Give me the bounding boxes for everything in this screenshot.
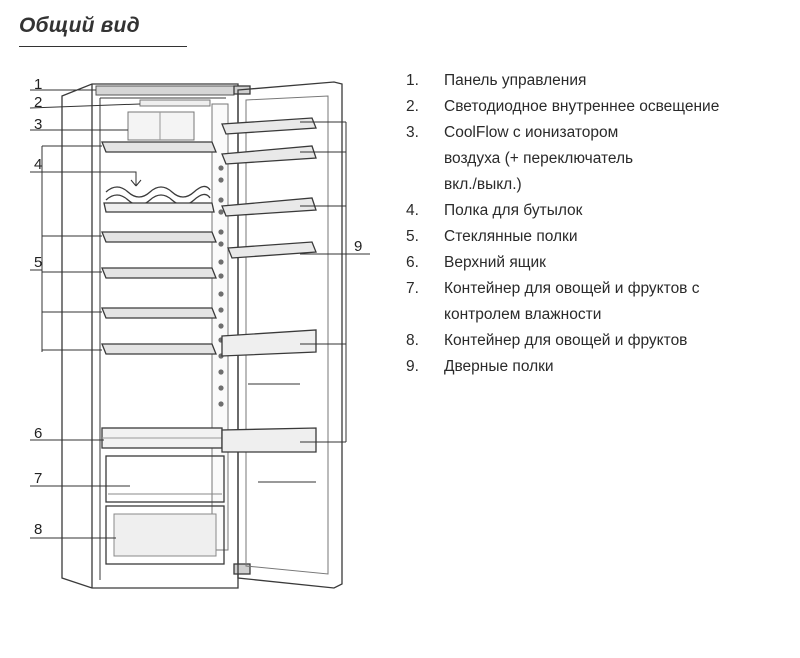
legend-text: контролем влажности xyxy=(444,306,602,323)
legend-item-9: 9. Дверные полки xyxy=(406,354,719,380)
legend-item-5: 5. Стеклянные полки xyxy=(406,224,719,250)
page-title: Общий вид xyxy=(19,14,140,37)
title-underline xyxy=(19,46,187,47)
legend-number: 2. xyxy=(406,98,419,115)
legend-item-1: 1. Панель управления xyxy=(406,68,719,94)
bottom-hinge xyxy=(233,563,251,575)
legend-number: 6. xyxy=(406,254,419,271)
parts-legend: 1. Панель управления 2. Светодиодное вну… xyxy=(406,68,719,380)
leader-lines xyxy=(29,89,370,539)
control-panel xyxy=(95,85,235,96)
legend-text: воздуха (+ переключатель xyxy=(444,150,634,167)
shelf-supports xyxy=(218,165,224,407)
glass-shelf-3 xyxy=(101,307,217,319)
legend-item-7: 7. Контейнер для овощей и фруктов с конт… xyxy=(406,276,719,328)
legend-number: 8. xyxy=(406,332,419,349)
legend-number: 4. xyxy=(406,202,419,219)
callout-2: 2 xyxy=(34,94,42,111)
glass-shelf-4 xyxy=(101,343,217,355)
door-shelf-6 xyxy=(221,427,317,453)
legend-text: Панель управления xyxy=(444,72,587,89)
glass-shelf-2 xyxy=(101,267,217,279)
callout-5: 5 xyxy=(34,254,42,271)
legend-text: Стеклянные полки xyxy=(444,228,578,245)
bottle-rack-wave-1 xyxy=(105,185,211,198)
legend-text: Верхний ящик xyxy=(444,254,546,271)
crisper-drawer xyxy=(105,505,225,565)
door-shelf-5 xyxy=(221,329,317,357)
coolflow-unit xyxy=(127,111,195,141)
legend-text: CoolFlow с ионизатором xyxy=(444,124,619,141)
legend-number: 9. xyxy=(406,358,419,375)
legend-number: 1. xyxy=(406,72,419,89)
door-shelf-2 xyxy=(221,145,317,165)
leader-2 xyxy=(29,103,141,109)
door-shelf-3 xyxy=(221,197,317,217)
callout-7: 7 xyxy=(34,470,42,487)
glass-shelf-top xyxy=(101,141,217,153)
legend-text: Контейнер для овощей и фруктов xyxy=(444,332,688,349)
crisper-humidity-drawer xyxy=(105,455,225,503)
callout-4: 4 xyxy=(34,156,42,173)
bottle-rack-wave-2 xyxy=(105,193,211,206)
bottle-rack-base xyxy=(103,202,215,213)
legend-number: 3. xyxy=(406,124,419,141)
legend-item-2: 2. Светодиодное внутреннее освещение xyxy=(406,94,719,120)
legend-item-4: 4. Полка для бутылок xyxy=(406,198,719,224)
leader-4 xyxy=(30,171,137,186)
door-inner-panel xyxy=(245,95,329,575)
callout-8: 8 xyxy=(34,521,42,538)
callout-1: 1 xyxy=(34,76,42,93)
callout-9: 9 xyxy=(354,238,362,255)
legend-item-3: 3. CoolFlow с ионизатором воздуха (+ пер… xyxy=(406,120,719,198)
legend-text: Полка для бутылок xyxy=(444,202,583,219)
glass-shelf-1 xyxy=(101,231,217,243)
callout-6: 6 xyxy=(34,425,42,442)
crisper-drawer-front xyxy=(113,513,217,557)
legend-text: Дверные полки xyxy=(444,358,554,375)
legend-text: вкл./выкл.) xyxy=(444,176,522,193)
door-shelf-4 xyxy=(227,241,317,259)
led-light xyxy=(139,99,211,107)
legend-item-6: 6. Верхний ящик xyxy=(406,250,719,276)
door-shelf-1 xyxy=(221,117,317,135)
legend-text: Контейнер для овощей и фруктов с xyxy=(444,280,700,297)
door-outline xyxy=(237,81,343,589)
legend-number: 5. xyxy=(406,228,419,245)
legend-number: 7. xyxy=(406,280,419,297)
arrowhead-4 xyxy=(130,179,142,187)
legend-item-8: 8. Контейнер для овощей и фруктов xyxy=(406,328,719,354)
legend-text: Светодиодное внутреннее освещение xyxy=(444,98,720,115)
callout-3: 3 xyxy=(34,116,42,133)
